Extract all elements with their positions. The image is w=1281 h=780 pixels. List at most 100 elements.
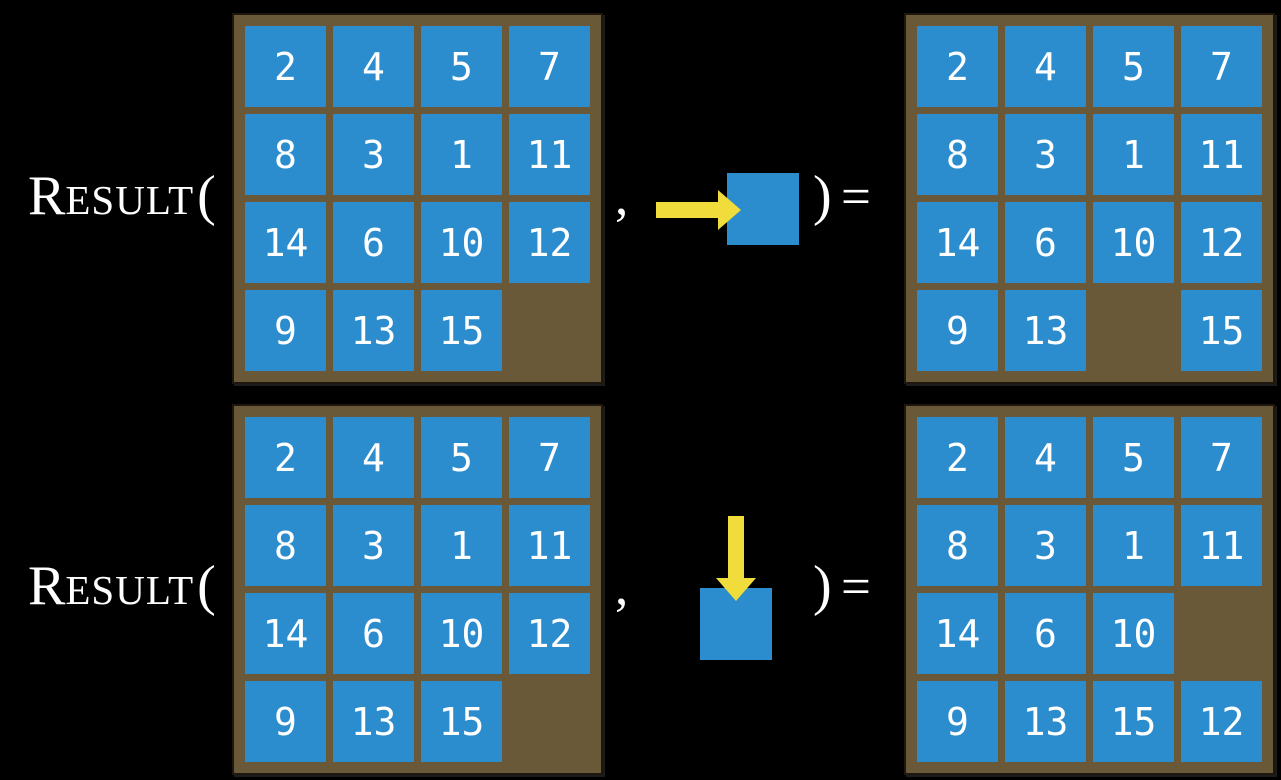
- close-paren: ): [813, 165, 832, 227]
- tile-number: 7: [538, 44, 561, 89]
- tile-number: 5: [450, 435, 473, 480]
- puzzle-tile: 15: [1181, 290, 1262, 371]
- puzzle-tile: 1: [1093, 114, 1174, 195]
- tile-number: 7: [1210, 435, 1233, 480]
- puzzle-tile: 12: [509, 202, 590, 283]
- function-name-initial: R: [28, 165, 66, 227]
- tile-number: 6: [1034, 611, 1057, 656]
- tile-number: 12: [1198, 220, 1245, 265]
- comma-separator: ,: [615, 558, 629, 616]
- puzzle-tile: 12: [509, 593, 590, 674]
- tile-number: 4: [362, 435, 385, 480]
- puzzle-tile: 4: [1005, 417, 1086, 498]
- tile-number: 15: [438, 308, 485, 353]
- tile-number: 7: [538, 435, 561, 480]
- puzzle-tile: 3: [1005, 505, 1086, 586]
- puzzle-tile: 1: [421, 114, 502, 195]
- tile-number: 10: [1110, 611, 1157, 656]
- tile-number: 4: [362, 44, 385, 89]
- tile-number: 11: [526, 523, 573, 568]
- tile-number: 8: [274, 523, 297, 568]
- puzzle-tile: 5: [421, 417, 502, 498]
- puzzle-tile: 9: [917, 290, 998, 371]
- puzzle-tile: 6: [1005, 593, 1086, 674]
- tile-number: 9: [946, 699, 969, 744]
- puzzle-tile: 13: [1005, 290, 1086, 371]
- tile-number: 14: [934, 220, 981, 265]
- puzzle-tile: 4: [333, 417, 414, 498]
- tile-number: 5: [450, 44, 473, 89]
- tile-number: 14: [262, 220, 309, 265]
- puzzle-tile: 3: [333, 114, 414, 195]
- puzzle-tile: 2: [245, 417, 326, 498]
- puzzle-tile: 2: [245, 26, 326, 107]
- puzzle-tile: 9: [917, 681, 998, 762]
- puzzle-tile: 10: [1093, 202, 1174, 283]
- tile-number: 1: [450, 523, 473, 568]
- puzzle-tile: 14: [245, 202, 326, 283]
- puzzle-tile: 4: [1005, 26, 1086, 107]
- puzzle-tile: 5: [421, 26, 502, 107]
- tile-number: 8: [946, 523, 969, 568]
- tile-number: 4: [1034, 435, 1057, 480]
- blank-cell: [509, 290, 590, 371]
- tile-number: 2: [274, 435, 297, 480]
- puzzle-tile: 13: [333, 681, 414, 762]
- puzzle-tile: 10: [1093, 593, 1174, 674]
- puzzle-tile: 14: [917, 593, 998, 674]
- tile-number: 3: [1034, 523, 1057, 568]
- puzzle-tile: 2: [917, 417, 998, 498]
- tile-number: 7: [1210, 44, 1233, 89]
- puzzle-tile: 15: [1093, 681, 1174, 762]
- tile-number: 14: [262, 611, 309, 656]
- puzzle-tile: 6: [333, 593, 414, 674]
- tile-number: 6: [362, 611, 385, 656]
- puzzle-tile: 8: [917, 505, 998, 586]
- tile-number: 11: [526, 132, 573, 177]
- puzzle-tile: 13: [1005, 681, 1086, 762]
- puzzle-tile: 1: [421, 505, 502, 586]
- tile-number: 13: [350, 308, 397, 353]
- puzzle-tile: 13: [333, 290, 414, 371]
- puzzle-tile: 2: [917, 26, 998, 107]
- tile-number: 3: [362, 132, 385, 177]
- tile-number: 8: [946, 132, 969, 177]
- arrow-down-icon: [716, 516, 756, 601]
- tile-number: 3: [362, 523, 385, 568]
- puzzle-tile: 14: [917, 202, 998, 283]
- tile-number: 15: [1110, 699, 1157, 744]
- puzzle-tile: 11: [1181, 114, 1262, 195]
- blank-cell: [509, 681, 590, 762]
- puzzle-tile: 8: [245, 505, 326, 586]
- tile-number: 13: [1022, 308, 1069, 353]
- puzzle-tile: 7: [1181, 26, 1262, 107]
- puzzle-tile: 15: [421, 290, 502, 371]
- tile-number: 1: [1122, 523, 1145, 568]
- open-paren: (: [197, 165, 216, 227]
- function-name-smallcaps: ESULT: [65, 177, 195, 223]
- tile-number: 12: [526, 220, 573, 265]
- tile-number: 11: [1198, 523, 1245, 568]
- tile-number: 12: [526, 611, 573, 656]
- tile-number: 5: [1122, 435, 1145, 480]
- tile-number: 12: [1198, 699, 1245, 744]
- puzzle-tile: 1: [1093, 505, 1174, 586]
- puzzle-tile: 11: [1181, 505, 1262, 586]
- tile-number: 14: [934, 611, 981, 656]
- puzzle-tile: 12: [1181, 202, 1262, 283]
- tile-number: 6: [1034, 220, 1057, 265]
- comma-separator: ,: [615, 168, 629, 226]
- tile-number: 10: [1110, 220, 1157, 265]
- tile-number: 9: [946, 308, 969, 353]
- puzzle-tile: 3: [1005, 114, 1086, 195]
- tile-number: 5: [1122, 44, 1145, 89]
- equals-sign: =: [841, 168, 871, 226]
- puzzle-tile: 7: [509, 417, 590, 498]
- puzzle-tile: 9: [245, 290, 326, 371]
- puzzle-tile: 9: [245, 681, 326, 762]
- tile-number: 13: [1022, 699, 1069, 744]
- blank-cell: [1181, 593, 1262, 674]
